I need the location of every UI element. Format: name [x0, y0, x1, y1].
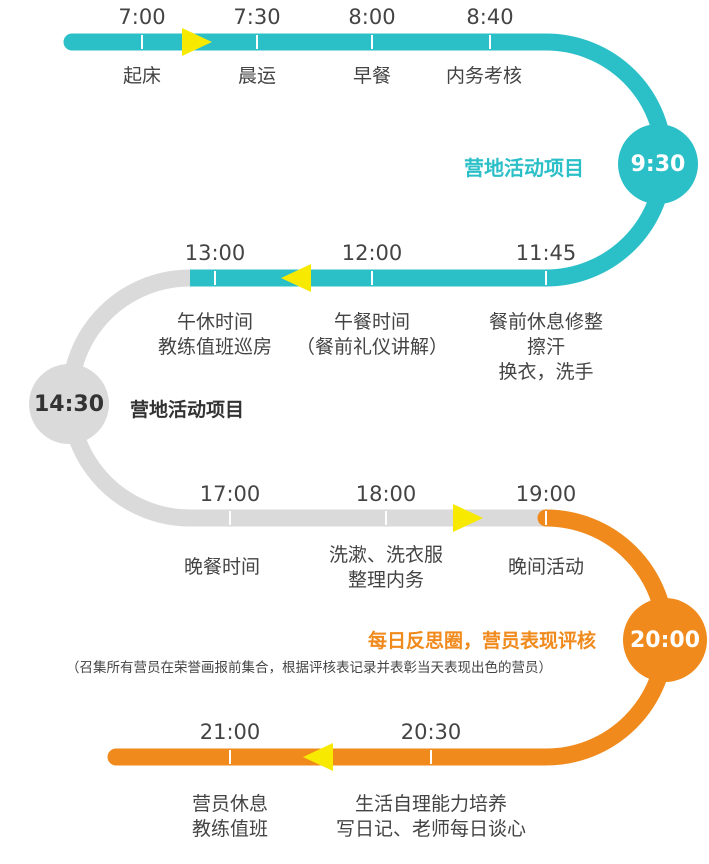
activity-line: 午餐时间	[333, 311, 411, 333]
project-title: 每日反思圈，营员表现评核	[368, 630, 597, 652]
activity-label: 午餐时间 （餐前礼仪讲解）	[296, 310, 448, 360]
time-label: 7:30	[233, 5, 281, 29]
activity-label: 早餐	[352, 65, 392, 87]
activity-label: 晚餐时间	[183, 556, 261, 578]
arrow-right-icon	[182, 28, 212, 56]
activity-label: 起床	[122, 65, 162, 87]
milestone-circle: 14:30	[29, 364, 109, 444]
activity-label: 晚间活动	[507, 556, 585, 578]
evaluation-note: （召集所有营员在荣誉画报前集合，根据评核表记录并表彰当天表现出色的营员）	[66, 660, 552, 676]
activity-line: 教练值班巡房	[157, 336, 273, 358]
milestone-circle: 20:00	[623, 598, 707, 682]
milestone-circle: 9:30	[618, 124, 698, 204]
project-title: 营地活动项目	[464, 156, 584, 180]
time-label: 11:45	[515, 241, 577, 265]
time-label: 19:00	[515, 482, 577, 506]
time-label: 18:00	[355, 482, 417, 506]
arrow-left-icon	[281, 264, 311, 292]
activity-line: 午休时间	[176, 311, 254, 333]
activity-line: 擦汗	[526, 336, 566, 358]
activity-label: 晨运	[237, 65, 277, 87]
activity-line: 写日记、老师每日谈心	[335, 818, 527, 840]
time-label: 17:00	[199, 482, 261, 506]
activity-line: （餐前礼仪讲解）	[295, 336, 449, 358]
activity-line: 洗漱、洗衣服	[328, 544, 444, 566]
activity-label: 营员休息 教练值班	[192, 792, 268, 842]
time-label: 8:40	[466, 5, 514, 29]
activity-label: 生活自理能力培养 写日记、老师每日谈心	[336, 792, 526, 842]
time-label: 7:00	[118, 5, 166, 29]
activity-label: 洗漱、洗衣服 整理内务	[329, 543, 443, 593]
time-label: 8:00	[348, 5, 396, 29]
activity-line: 换衣，洗手	[498, 361, 594, 383]
time-label: 12:00	[341, 241, 403, 265]
tick-marks	[141, 35, 547, 764]
arrow-right-icon	[453, 504, 483, 532]
activity-label: 餐前休息修整 擦汗 换衣，洗手	[489, 310, 603, 385]
time-label: 13:00	[184, 241, 246, 265]
activity-label: 午休时间 教练值班巡房	[158, 310, 272, 360]
activity-line: 营员休息	[191, 793, 269, 815]
arrow-left-icon	[303, 743, 333, 771]
time-label: 20:30	[400, 720, 462, 744]
activity-line: 餐前休息修整	[488, 311, 604, 333]
activity-line: 教练值班	[191, 818, 269, 840]
activity-line: 整理内务	[347, 569, 425, 591]
activity-label: 内务考核	[445, 65, 523, 87]
activity-line: 生活自理能力培养	[354, 793, 508, 815]
project-title: 营地活动项目	[130, 399, 245, 421]
time-label: 21:00	[199, 720, 261, 744]
